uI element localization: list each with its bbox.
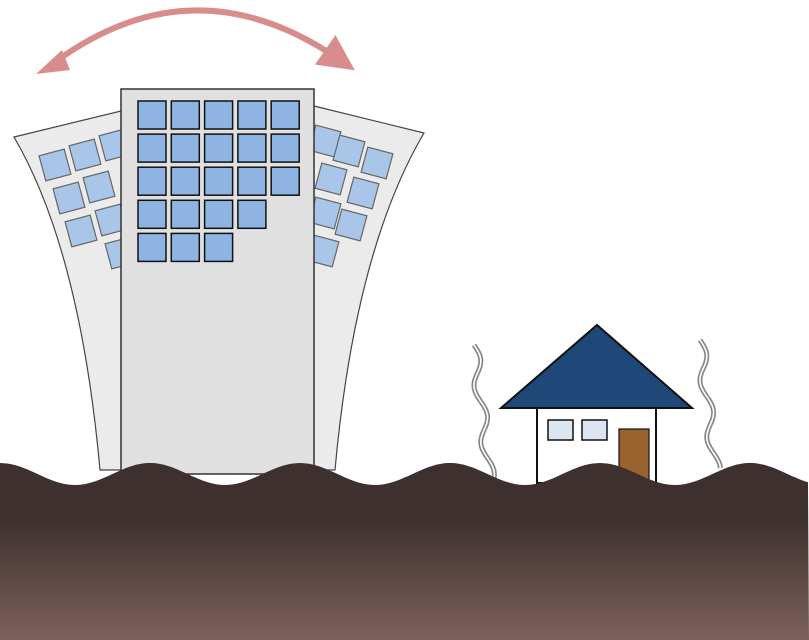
sway-window — [38, 148, 72, 182]
sway-window — [314, 162, 348, 196]
building-sway-right — [309, 104, 425, 471]
building-window — [137, 199, 167, 230]
building-window — [170, 100, 201, 130]
building-window — [270, 166, 300, 196]
building-window — [237, 100, 267, 130]
sway-arrow-icon — [53, 7, 355, 71]
building-window — [203, 133, 234, 163]
house-window — [581, 419, 608, 441]
building-window — [170, 232, 201, 263]
building-window — [203, 199, 234, 230]
shaking-ground — [0, 463, 809, 640]
building-window — [203, 100, 234, 130]
sway-window — [82, 170, 116, 204]
sway-window — [68, 138, 102, 172]
building-window — [137, 232, 167, 263]
building-window — [237, 133, 267, 163]
shake-line-icon — [471, 343, 497, 482]
building-window — [137, 166, 167, 196]
sway-window — [334, 208, 368, 242]
main-building-windows — [137, 100, 300, 263]
shake-line-highlight — [473, 344, 496, 482]
sway-window — [52, 181, 86, 215]
sway-arrow-head-left — [36, 50, 70, 74]
building-window — [137, 133, 167, 163]
sway-windows — [38, 124, 394, 270]
house — [498, 323, 695, 484]
sway-window — [64, 214, 98, 248]
building-window — [170, 166, 201, 196]
building-window — [237, 199, 267, 230]
building-window — [170, 199, 201, 230]
shake-line-highlight — [699, 339, 722, 469]
house-window — [547, 419, 574, 441]
sway-window — [360, 146, 394, 180]
building-window — [203, 166, 234, 196]
house-roof — [498, 323, 695, 409]
building-window — [270, 133, 300, 163]
sway-window — [346, 176, 380, 210]
shake-lines — [471, 338, 723, 482]
building-window — [270, 100, 300, 130]
building-window — [237, 166, 267, 196]
sway-window — [332, 134, 366, 168]
building-sway-left — [13, 109, 126, 471]
building-window — [203, 232, 234, 263]
building-window — [170, 133, 201, 163]
building-window — [137, 100, 167, 130]
